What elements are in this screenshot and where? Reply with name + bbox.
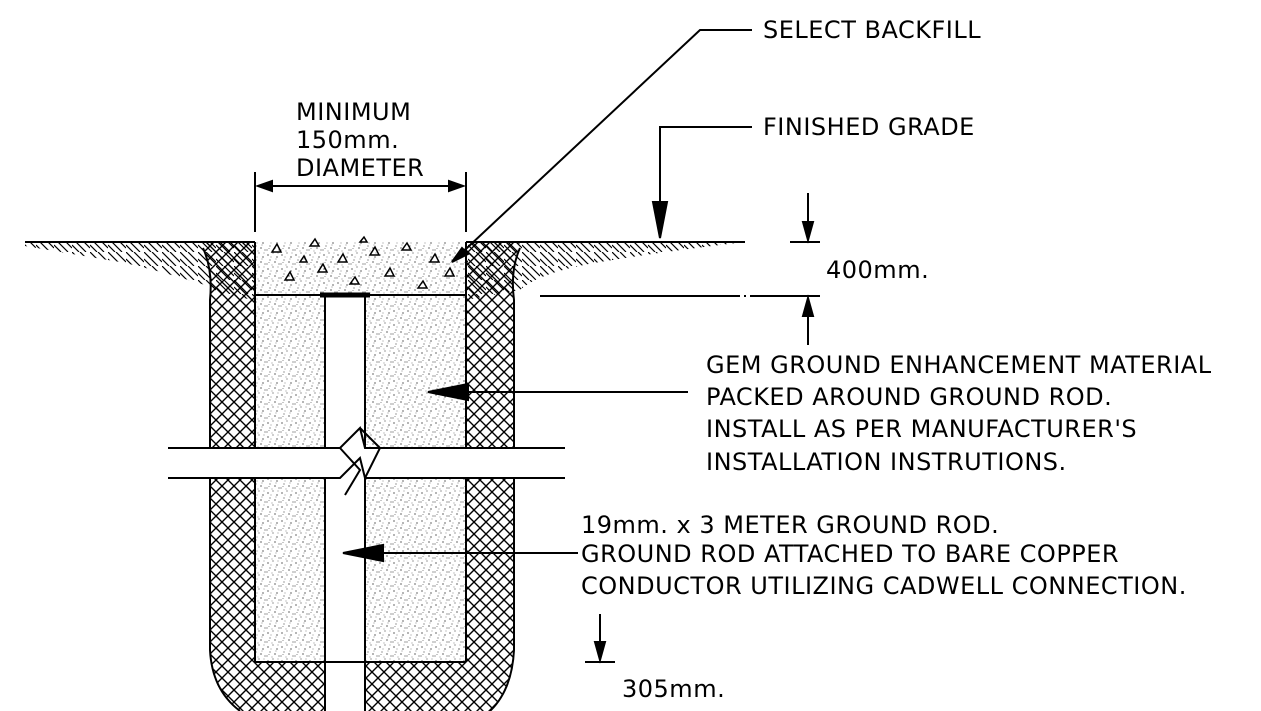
depth-400-label: 400mm. bbox=[826, 256, 929, 284]
select-backfill-zone bbox=[255, 235, 466, 295]
rod-label-line1: 19mm. x 3 METER GROUND ROD. bbox=[581, 511, 999, 539]
gem-leader bbox=[427, 382, 688, 402]
gem-label-line4: INSTALLATION INSTRUTIONS. bbox=[706, 448, 1067, 476]
hole-outline bbox=[25, 241, 745, 711]
rod-label-line2: GROUND ROD ATTACHED TO BARE COPPER bbox=[581, 540, 1119, 568]
diameter-label-line3: DIAMETER bbox=[296, 154, 424, 182]
depth-400-dimension bbox=[540, 193, 820, 345]
gem-label-line3: INSTALL AS PER MANUFACTURER'S bbox=[706, 415, 1137, 443]
break-lines bbox=[168, 426, 565, 496]
select-backfill-label: SELECT BACKFILL bbox=[763, 16, 981, 44]
depth-305-dimension bbox=[585, 614, 615, 664]
gem-label-line2: PACKED AROUND GROUND ROD. bbox=[706, 383, 1112, 411]
diameter-dimension bbox=[254, 172, 467, 232]
native-soil-crosshatch bbox=[203, 242, 520, 711]
gem-label-line1: GEM GROUND ENHANCEMENT MATERIAL bbox=[706, 351, 1212, 379]
soil-surface-hatch bbox=[25, 242, 745, 300]
finished-grade-label: FINISHED GRADE bbox=[763, 113, 975, 141]
select-backfill-leader bbox=[451, 29, 752, 263]
rod-label-line3: CONDUCTOR UTILIZING CADWELL CONNECTION. bbox=[581, 572, 1187, 600]
ground-rod bbox=[320, 292, 370, 711]
gem-material-zone bbox=[255, 295, 466, 662]
rod-leader bbox=[342, 543, 578, 563]
finished-grade-leader bbox=[651, 126, 752, 239]
depth-305-label: 305mm. bbox=[622, 675, 725, 703]
diameter-label-line1: MINIMUM bbox=[296, 98, 411, 126]
diameter-label-line2: 150mm. bbox=[296, 126, 399, 154]
